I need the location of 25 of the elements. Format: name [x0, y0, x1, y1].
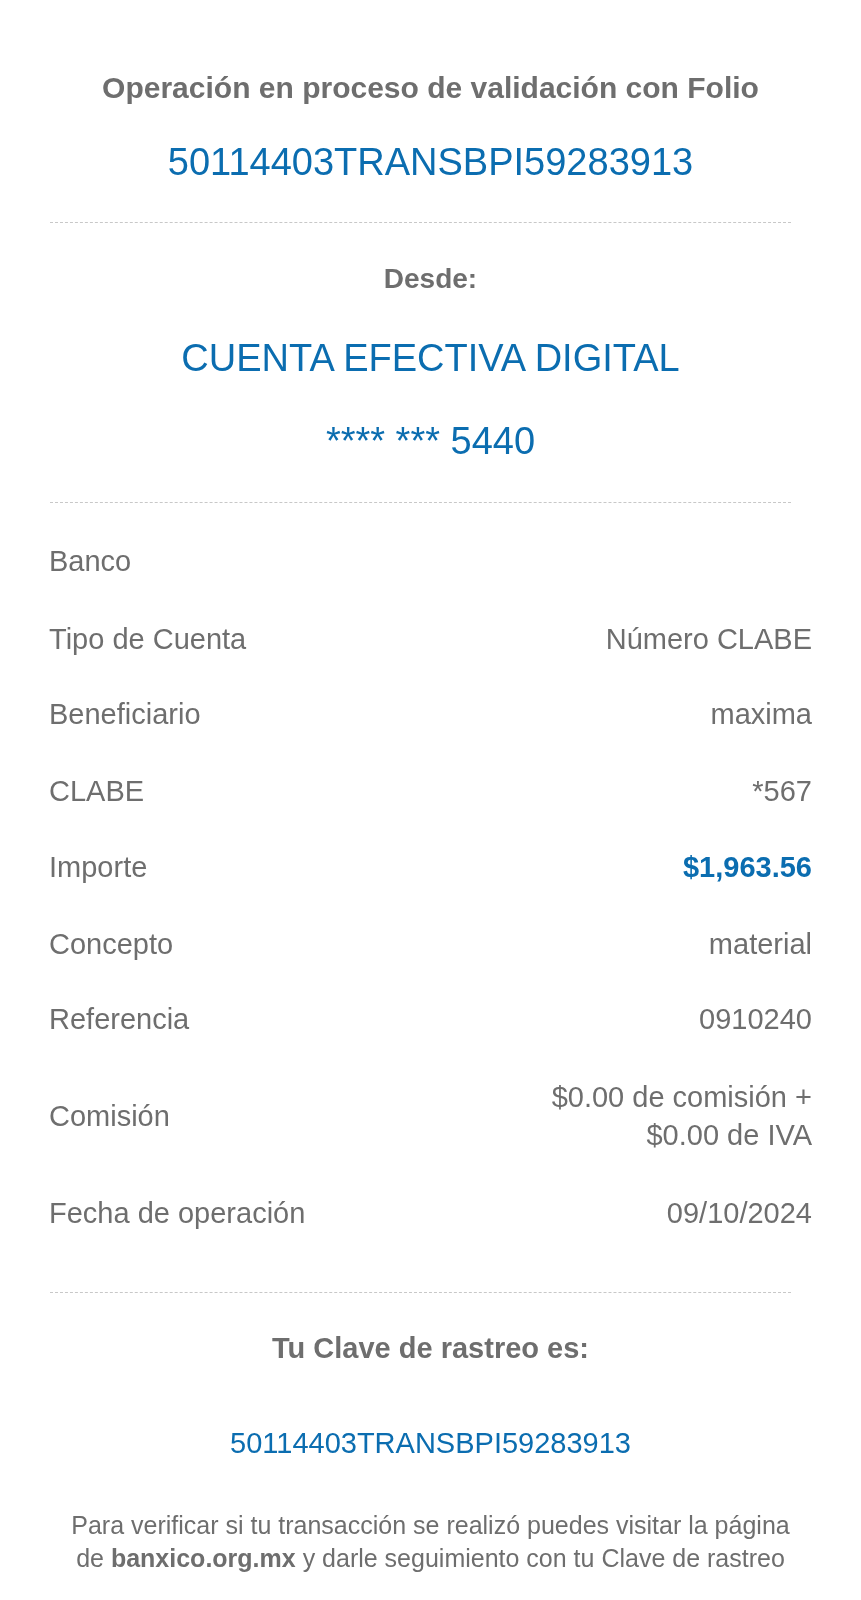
- section-label: Tu Clave de rastreo es:: [271, 1331, 590, 1367]
- field-label: Importe: [49, 850, 148, 886]
- field-label: Fecha de operación: [49, 1196, 306, 1232]
- info-paragraph: Para verificar si tu transacción se realizó puedes visitar la página de banxico.org.mx y darle seguimiento con tu Clave de rastreo: [70, 1509, 791, 1574]
- folio-number: 50114403TRANSBPI59283913: [166, 140, 695, 186]
- section-label: Desde:: [382, 261, 479, 296]
- field-label: Tipo de Cuenta: [49, 622, 247, 658]
- field-value: material: [708, 927, 812, 963]
- field-label: Comisión: [49, 1099, 170, 1135]
- tracking-key: 50114403TRANSBPI59283913: [0, 1425, 861, 1463]
- field-value: 09/10/2024: [666, 1196, 812, 1232]
- field-label: Referencia: [49, 1002, 190, 1038]
- account-name: CUENTA EFECTIVA DIGITAL: [180, 336, 681, 382]
- field-value: $0.00 de comisión + $0.00 de IVA: [550, 1080, 812, 1153]
- account-number: **** *** 5440: [324, 419, 537, 465]
- field-label: Banco: [49, 544, 132, 580]
- field-label: CLABE: [49, 774, 145, 810]
- field-value: maxima: [710, 697, 812, 733]
- heading-text: Operación en proceso de validación con Folio: [101, 69, 760, 106]
- field-value: Número CLABE: [605, 622, 812, 658]
- field-value: 0910240: [699, 1002, 812, 1038]
- amount-value: $1,963.56: [683, 850, 812, 886]
- field-label: Concepto: [49, 927, 174, 963]
- field-label: Beneficiario: [49, 697, 201, 733]
- field-value: *567: [752, 774, 812, 810]
